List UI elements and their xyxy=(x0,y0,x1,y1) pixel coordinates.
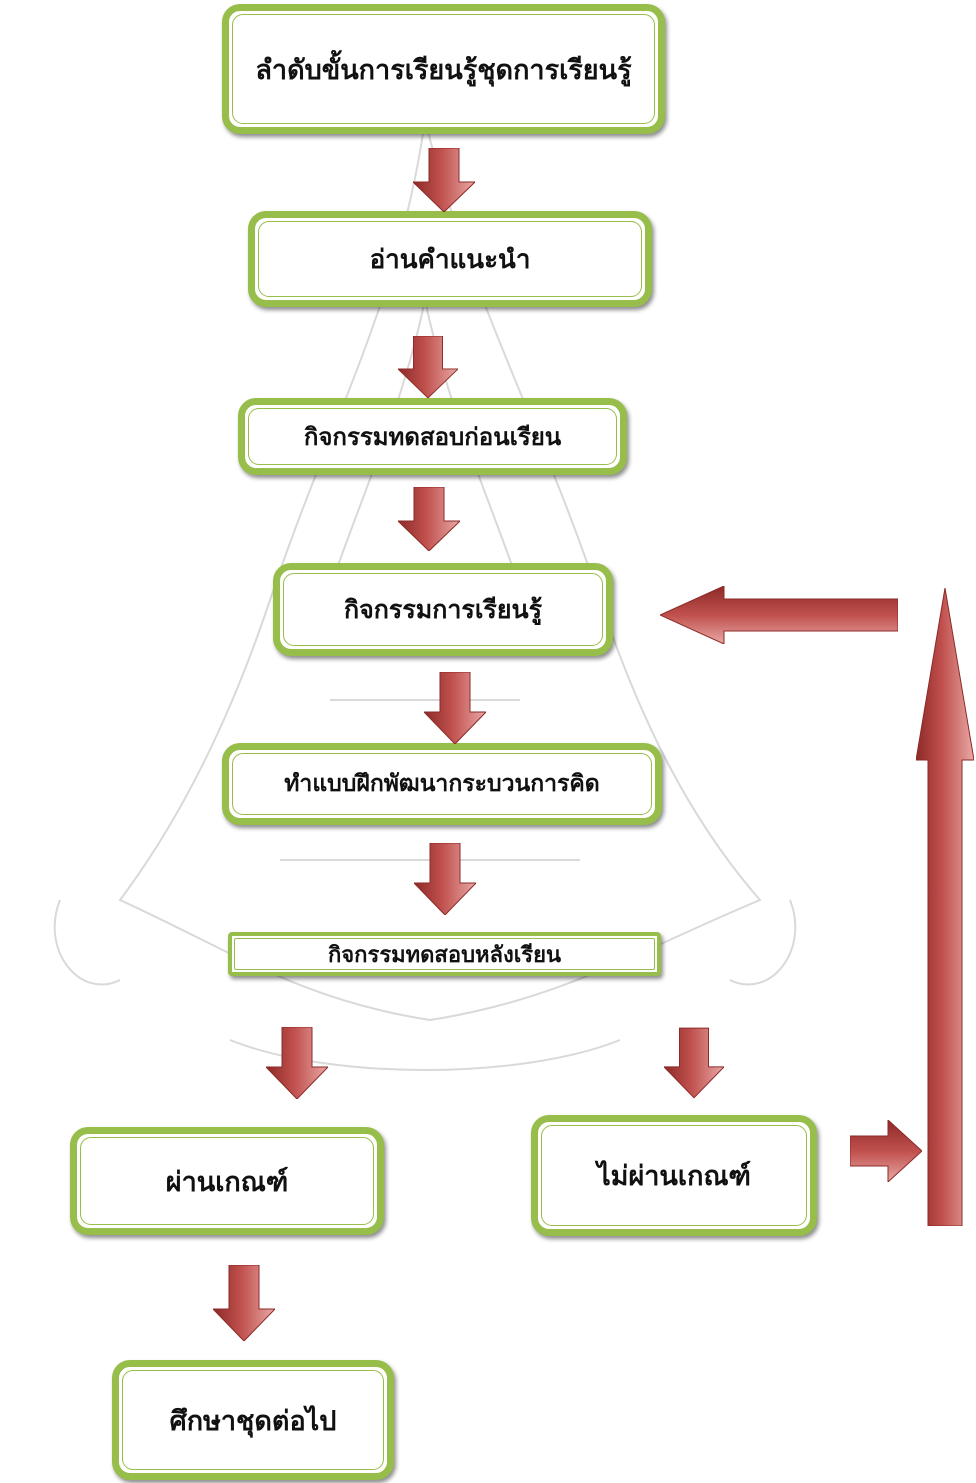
outcome-pass-label: ผ่านเกณฑ์ xyxy=(165,1166,289,1198)
down-arrow-icon xyxy=(424,672,486,744)
title-box: ลำดับขั้นการเรียนรู้ชุดการเรียนรู้ xyxy=(222,4,665,134)
down-arrow-icon xyxy=(413,148,475,212)
outcome-pass-box: ผ่านเกณฑ์ xyxy=(70,1127,384,1235)
left-arrow-icon xyxy=(660,586,898,644)
down-arrow-icon xyxy=(414,843,476,915)
step-posttest-label: กิจกรรมทดสอบหลังเรียน xyxy=(327,941,562,968)
title-box-label: ลำดับขั้นการเรียนรู้ชุดการเรียนรู้ xyxy=(255,54,632,86)
step-learning-activity-label: กิจกรรมการเรียนรู้ xyxy=(344,594,542,624)
down-arrow-icon xyxy=(266,1027,328,1099)
step-learning-activity-box: กิจกรรมการเรียนรู้ xyxy=(273,563,613,656)
step-practice-exercise-label: ทำแบบฝึกพัฒนากระบวนการคิด xyxy=(284,770,600,797)
outcome-fail-label: ไม่ผ่านเกณฑ์ xyxy=(597,1161,751,1192)
up-arrow-icon xyxy=(916,588,974,1226)
down-arrow-icon xyxy=(398,336,458,398)
step-read-instructions-box: อ่านคำแนะนำ xyxy=(248,211,652,307)
step-pretest-box: กิจกรรมทดสอบก่อนเรียน xyxy=(238,398,627,475)
step-posttest-box: กิจกรรมทดสอบหลังเรียน xyxy=(228,932,661,976)
down-arrow-icon xyxy=(398,487,460,551)
right-arrow-icon xyxy=(850,1120,922,1182)
outcome-fail-box: ไม่ผ่านเกณฑ์ xyxy=(531,1115,817,1236)
step-pretest-label: กิจกรรมทดสอบก่อนเรียน xyxy=(303,422,562,451)
step-next-set-label: ศึกษาชุดต่อไป xyxy=(169,1405,337,1437)
step-next-set-box: ศึกษาชุดต่อไป xyxy=(112,1360,394,1480)
down-arrow-icon xyxy=(213,1265,275,1341)
step-read-instructions-label: อ่านคำแนะนำ xyxy=(369,244,531,275)
step-practice-exercise-box: ทำแบบฝึกพัฒนากระบวนการคิด xyxy=(222,743,662,825)
down-arrow-icon xyxy=(664,1027,724,1099)
